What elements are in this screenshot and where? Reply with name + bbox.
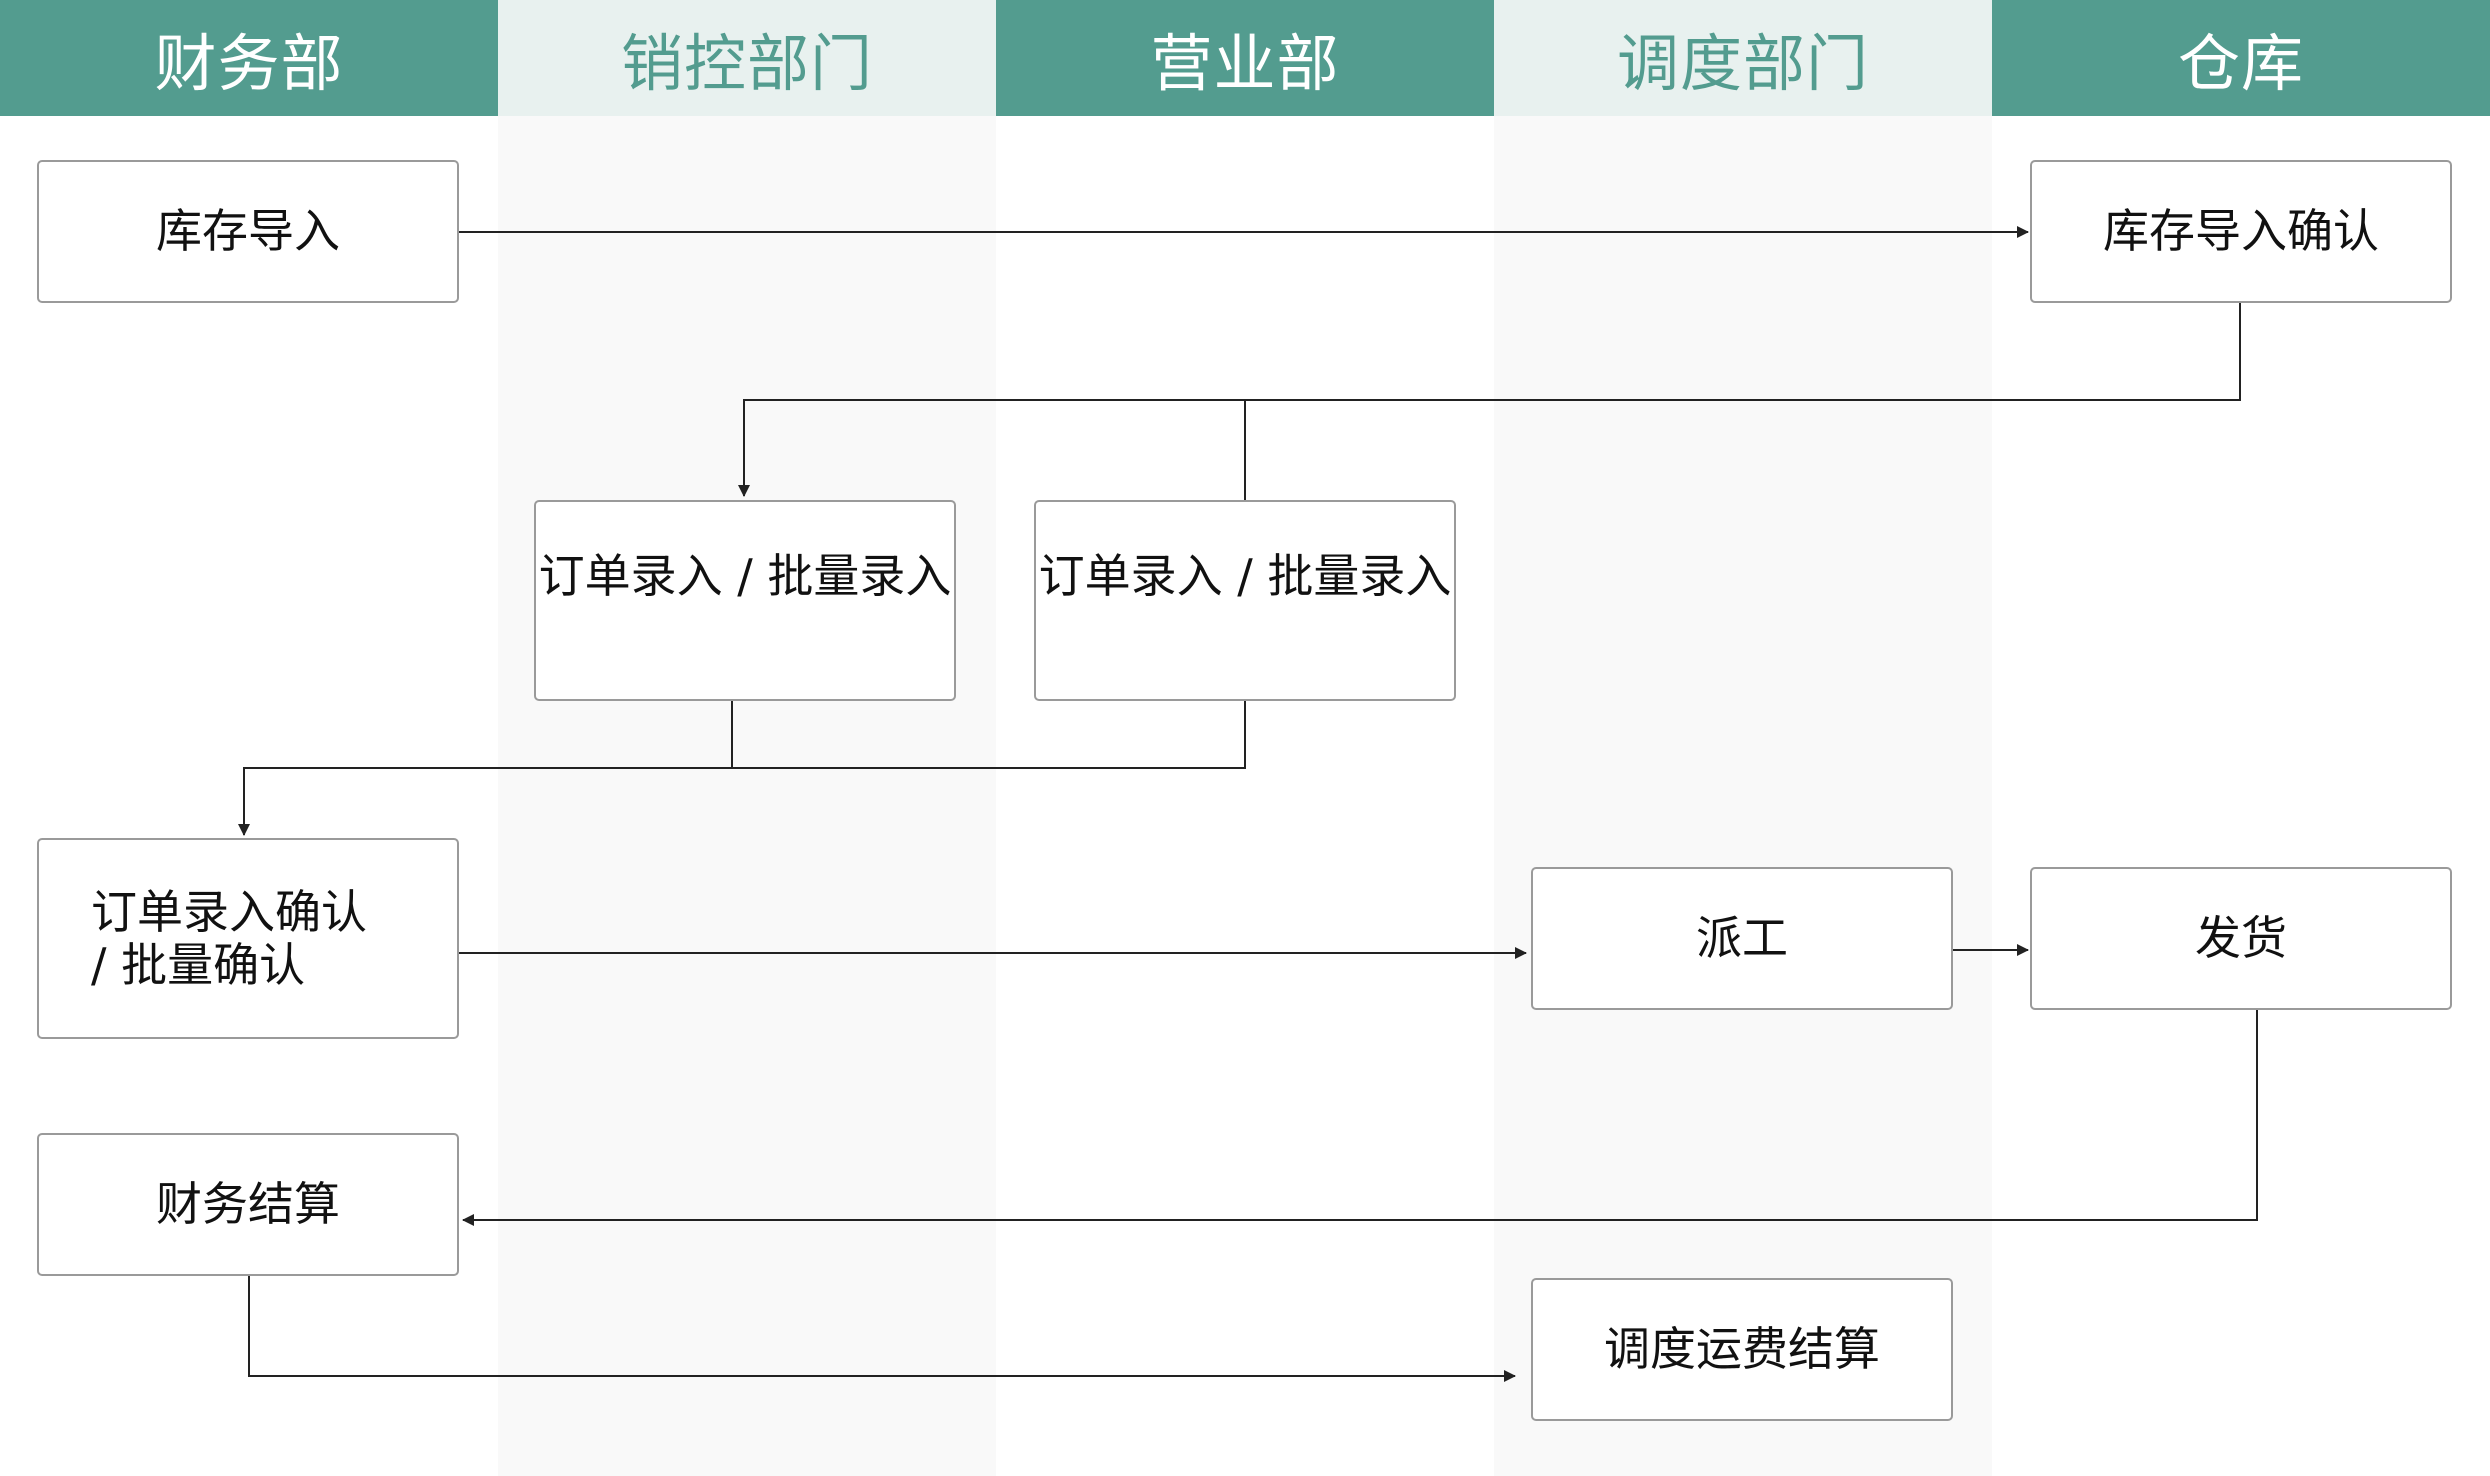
lane-header-finance: 财务部 (0, 0, 498, 116)
node-finance-settle: 财务结算 (37, 1133, 459, 1276)
node-dispatch-label: 派工 (1696, 911, 1788, 966)
node-finance-settle-label: 财务结算 (156, 1177, 340, 1232)
node-order-confirm: 订单录入确认 / 批量确认 (37, 838, 459, 1039)
node-order-entry-sales-label: 订单录入 / 批量录入 (538, 549, 952, 603)
lane-header-sales-control: 销控部门 (498, 0, 996, 116)
node-ship-label: 发货 (2195, 911, 2287, 966)
node-freight-settle-label: 调度运费结算 (1604, 1322, 1880, 1377)
lane-business (996, 0, 1494, 1476)
lane-header-warehouse: 仓库 (1992, 0, 2490, 116)
node-order-confirm-label: 订单录入确认 / 批量确认 (91, 884, 367, 992)
node-order-entry-business-label: 订单录入 / 批量录入 (1038, 549, 1452, 603)
lane-header-dispatch: 调度部门 (1494, 0, 1992, 116)
lane-dispatch (1494, 0, 1992, 1476)
lane-sales-control (498, 0, 996, 1476)
node-dispatch: 派工 (1531, 867, 1953, 1010)
node-inventory-import-label: 库存导入 (156, 204, 340, 259)
node-inventory-import: 库存导入 (37, 160, 459, 303)
lane-header-business: 营业部 (996, 0, 1494, 116)
node-inventory-confirm-label: 库存导入确认 (2103, 204, 2379, 259)
node-ship: 发货 (2030, 867, 2452, 1010)
node-inventory-confirm: 库存导入确认 (2030, 160, 2452, 303)
node-order-entry-business: 订单录入 / 批量录入 (1034, 500, 1456, 701)
node-freight-settle: 调度运费结算 (1531, 1278, 1953, 1421)
node-order-entry-sales: 订单录入 / 批量录入 (534, 500, 956, 701)
